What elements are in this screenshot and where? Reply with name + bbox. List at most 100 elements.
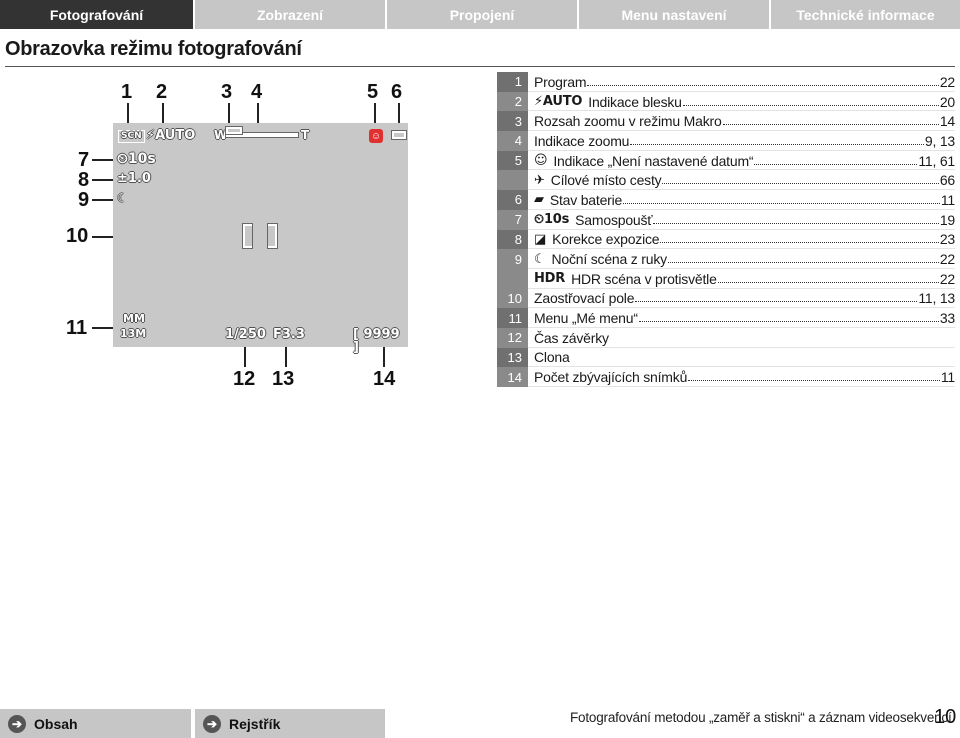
callout-11: 11 xyxy=(66,317,88,339)
page-reference[interactable]: 22 xyxy=(939,73,955,90)
legend-number xyxy=(497,268,528,289)
row-divider xyxy=(528,110,955,112)
page-reference[interactable]: 22 xyxy=(939,251,955,268)
focus-area-left xyxy=(243,224,252,248)
page-reference[interactable]: 66 xyxy=(939,172,955,189)
callout-7: 7 xyxy=(78,149,90,171)
page-reference[interactable]: 11, 13 xyxy=(918,290,955,307)
index-button[interactable]: ➔ Rejstřík xyxy=(195,709,385,738)
leader-dots xyxy=(717,272,939,286)
legend-number: 9 xyxy=(497,249,528,269)
row-divider xyxy=(528,228,955,230)
page-reference[interactable]: 9, 13 xyxy=(924,132,955,149)
leader-dots xyxy=(653,213,939,227)
row-divider xyxy=(528,248,955,250)
legend-text: Clona xyxy=(534,349,570,366)
callout-3: 3 xyxy=(221,81,233,103)
legend-number: 10 xyxy=(497,288,528,309)
arrow-right-icon: ➔ xyxy=(8,714,26,733)
legend-number xyxy=(497,170,528,191)
night-handheld-icon: ☾ xyxy=(117,191,128,205)
arrow-right-icon: ➔ xyxy=(203,714,221,733)
callout-leader xyxy=(92,159,117,161)
camera-monitor: SCN ⚡AUTO W T ☺ ⏲10s ±1.0 ☾ MM 13M 1/250… xyxy=(113,123,408,354)
page-reference[interactable]: 33 xyxy=(939,310,955,327)
callout-leader xyxy=(374,103,376,127)
aperture-value: F3.3 xyxy=(273,327,305,342)
page-reference[interactable]: 20 xyxy=(939,93,955,110)
legend-entry[interactable]: Clona xyxy=(528,349,955,365)
legend-text: Počet zbývajících snímků xyxy=(534,369,688,386)
callout-14: 14 xyxy=(373,368,396,390)
legend-entry[interactable]: Menu „Mé menu“33 xyxy=(528,310,955,326)
contents-button[interactable]: ➔ Obsah xyxy=(0,709,191,738)
legend-text: Samospoušť xyxy=(575,211,653,228)
battery-icon xyxy=(392,131,406,139)
legend-entry[interactable]: Rozsah zoomu v režimu Makro 14 xyxy=(528,113,955,129)
page-reference[interactable]: 11, 61 xyxy=(918,152,955,169)
row-divider xyxy=(528,208,955,210)
legend-entry[interactable]: Počet zbývajících snímků 11 xyxy=(528,369,955,385)
zoom-tele-label: T xyxy=(301,128,310,142)
legend-entry[interactable]: Čas závěrky xyxy=(528,330,955,346)
callout-13: 13 xyxy=(272,368,295,390)
page-reference[interactable]: 19 xyxy=(939,211,955,228)
page-reference[interactable]: 11 xyxy=(940,191,955,208)
row-divider xyxy=(528,169,955,171)
row-divider xyxy=(528,267,955,269)
legend-entry[interactable]: Indikace zoomu 9, 13 xyxy=(528,133,955,149)
image-size-label: 13M xyxy=(120,327,147,340)
page-reference[interactable]: 23 xyxy=(939,231,955,248)
date-not-set-icon: ☺ xyxy=(369,129,383,143)
tab-menu-nastaveni[interactable]: Menu nastavení xyxy=(579,0,769,29)
legend-text: Stav baterie xyxy=(549,191,623,208)
my-menu-icon: MM xyxy=(123,312,145,325)
legend-entry[interactable]: ⚡AUTO Indikace blesku 20 xyxy=(528,94,955,110)
legend-number: 7 xyxy=(497,209,528,230)
callout-leader xyxy=(228,103,230,123)
index-label: Rejstřík xyxy=(229,715,281,732)
legend-text: Rozsah zoomu v režimu Makro xyxy=(534,113,722,130)
page-reference[interactable]: 14 xyxy=(939,113,955,130)
tab-fotografovani[interactable]: Fotografování xyxy=(0,0,193,29)
legend-text: Indikace zoomu xyxy=(534,132,630,149)
tab-technicke-informace[interactable]: Technické informace xyxy=(771,0,960,29)
page-reference[interactable]: 22 xyxy=(939,270,955,287)
tab-propojeni[interactable]: Propojení xyxy=(387,0,577,29)
legend-number: 12 xyxy=(497,327,528,348)
battery-icon: ▰ xyxy=(534,192,544,208)
leader-dots xyxy=(638,311,939,325)
flash-auto-icon: ⚡AUTO xyxy=(534,94,583,110)
leader-dots xyxy=(587,75,939,89)
legend-number: 6 xyxy=(497,190,528,210)
legend-text: Indikace blesku xyxy=(588,93,682,110)
exposure-comp-icon: ◪ xyxy=(534,231,547,247)
callout-leader xyxy=(398,103,400,127)
legend-number: 2 xyxy=(497,91,528,112)
row-divider xyxy=(528,149,955,151)
row-divider xyxy=(528,287,955,289)
legend-entry[interactable]: ▰ Stav baterie 11 xyxy=(528,192,955,208)
tab-zobrazeni[interactable]: Zobrazení xyxy=(195,0,385,29)
page-reference[interactable]: 11 xyxy=(940,369,955,386)
zoom-wide-label: W xyxy=(214,128,228,142)
legend-entry[interactable]: ☺Indikace „Není nastavené datum“11, 61 xyxy=(528,153,955,169)
leader-dots xyxy=(635,291,918,305)
